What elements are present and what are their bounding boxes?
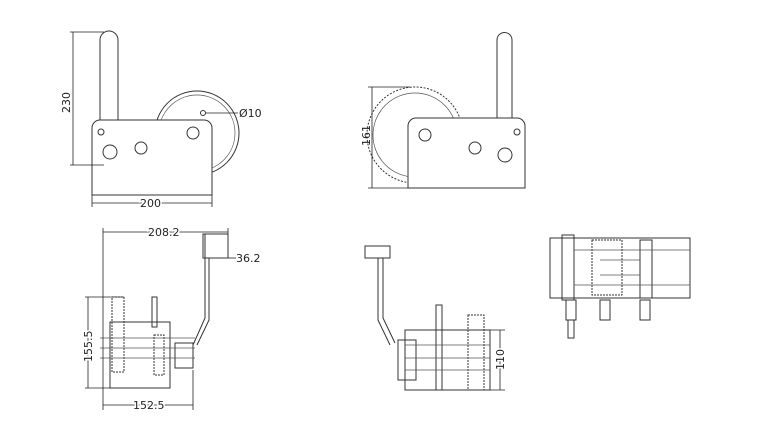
side-view-left: 230 200 Ø10 [60, 30, 262, 212]
dimension-line-208-2 [102, 228, 229, 410]
front-view-left: 208.2 36.2 155.5 152.5 [81, 225, 261, 414]
pinion [174, 342, 194, 369]
side-plate [407, 117, 526, 189]
bolt-icon [186, 126, 200, 140]
crank-arm [192, 234, 210, 346]
dimension-230-label: 230 [60, 92, 73, 113]
flange [435, 304, 443, 391]
dimension-diameter-label: Ø10 [239, 107, 262, 120]
side-plate [561, 234, 575, 301]
gear [153, 334, 165, 376]
bolt-icon [497, 147, 513, 163]
dimension-152-5-label: 152.5 [133, 399, 165, 412]
bolt-icon [418, 128, 432, 142]
bolt-icon [134, 141, 148, 155]
top-view [549, 234, 691, 339]
dimension-208-2-label: 208.2 [148, 226, 180, 239]
hole-icon [200, 110, 206, 116]
dimension-line-152-5 [103, 370, 194, 410]
side-plate [91, 119, 213, 196]
shaft-lines [100, 337, 195, 359]
handle-shaft [567, 319, 575, 339]
bolt-stud [565, 299, 577, 321]
handle-grip [202, 233, 229, 259]
bolt-stud [639, 299, 651, 321]
pinion [397, 339, 417, 381]
bolt-stud [599, 299, 611, 321]
side-plate [639, 239, 653, 299]
top-frame [549, 237, 691, 299]
winch-frame [109, 321, 171, 389]
shaft-lines [574, 249, 690, 286]
dimension-line-230 [70, 31, 104, 166]
dimension-200-label: 200 [140, 197, 161, 210]
dimension-36-2-label: 36.2 [236, 252, 261, 265]
gear [591, 239, 623, 296]
dimension-line-155-5 [85, 296, 124, 389]
gear [467, 314, 485, 391]
bolt-icon [102, 144, 118, 160]
hole-icon [513, 128, 521, 136]
shaft-lines [405, 344, 490, 371]
handle-grip [364, 245, 391, 259]
dimension-line-110 [490, 329, 505, 391]
hole-icon [97, 128, 105, 136]
front-view-middle: 110 [364, 245, 509, 391]
dimension-155-5-label: 155.5 [82, 331, 95, 363]
crank-arm [377, 258, 396, 346]
dimension-line-200 [91, 195, 213, 207]
crank-handle [99, 30, 119, 150]
bolt-icon [468, 141, 482, 155]
gear [111, 296, 125, 373]
crank-handle [496, 32, 513, 130]
dimension-line-161 [368, 86, 410, 189]
dimension-110-label: 110 [494, 349, 507, 370]
side-view-right: 161 [360, 32, 526, 189]
winch-frame [404, 329, 491, 391]
dimension-161-label: 161 [360, 125, 373, 146]
plate-edge [151, 296, 158, 328]
